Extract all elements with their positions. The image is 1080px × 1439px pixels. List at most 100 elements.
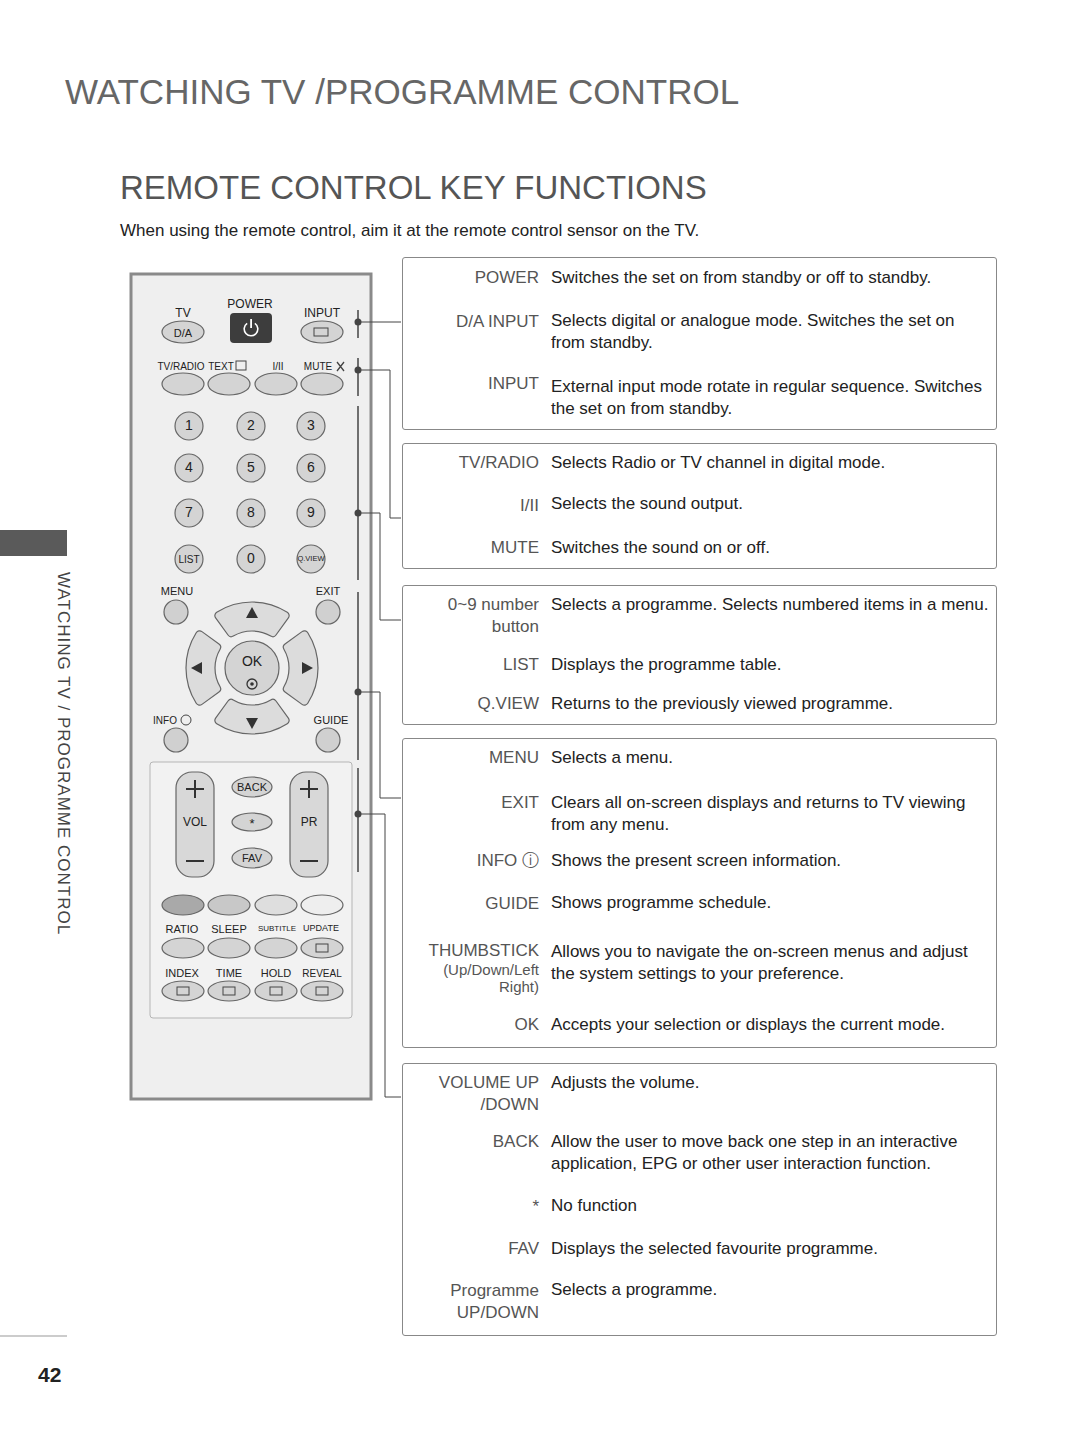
remote-button <box>232 777 272 797</box>
key-description: Selects the sound output. <box>551 493 991 515</box>
thumbstick-segment <box>215 602 289 637</box>
key-description: Shows the present screen information. <box>551 850 991 872</box>
button-label: SUBTITLE <box>258 925 296 934</box>
remote-button <box>164 728 188 752</box>
button-label: 0 <box>247 551 255 566</box>
button-label: 4 <box>185 460 193 475</box>
button-label: TV/RADIO <box>157 361 204 372</box>
key-description: No function <box>551 1195 991 1217</box>
thumbstick-segment <box>215 699 289 734</box>
key-description: Accepts your selection or displays the c… <box>551 1014 991 1036</box>
colour-button <box>301 895 343 915</box>
teletext-icon <box>270 987 282 995</box>
leader-dot <box>355 689 362 696</box>
button-label: SLEEP <box>211 923 246 935</box>
key-name: FAV <box>403 1238 539 1260</box>
button-label: BACK <box>237 781 267 793</box>
button-label: INPUT <box>304 307 340 320</box>
key-description: Selects a programme. Selects numbered it… <box>551 594 991 616</box>
button-label: OK <box>242 654 262 669</box>
key-description: Allow the user to move back one step in … <box>551 1131 991 1175</box>
ok-dot <box>247 679 257 689</box>
remote-button <box>316 728 340 752</box>
thumbstick-segment <box>186 631 221 705</box>
rocker-button <box>176 772 214 877</box>
button-label: 5 <box>247 460 255 475</box>
button-label: INDEX <box>165 967 199 979</box>
arrow-down <box>246 718 258 729</box>
button-label: GUIDE <box>314 714 349 726</box>
remote-button <box>301 321 343 343</box>
key-name: 0~9 number button <box>403 594 539 638</box>
plus-sign <box>186 780 204 798</box>
number-button <box>237 499 265 527</box>
number-button <box>297 454 325 482</box>
remote-body <box>131 274 371 1099</box>
key-name: Q.VIEW <box>403 693 539 715</box>
leader-bracket <box>357 768 359 872</box>
arrow-left <box>191 662 202 674</box>
leader-dot <box>355 510 362 517</box>
function-box: MENUSelects a menu.EXITClears all on-scr… <box>402 738 997 1048</box>
minus-sign <box>186 860 204 862</box>
remote-button <box>301 373 343 395</box>
remote-button <box>164 600 188 624</box>
remote-panel <box>150 762 352 1018</box>
section-title: REMOTE CONTROL KEY FUNCTIONS <box>120 170 707 206</box>
leader-dot <box>355 319 362 326</box>
colour-button <box>208 895 250 915</box>
function-box: 0~9 number button Selects a programme. Se… <box>402 585 997 725</box>
ok-button <box>225 641 279 695</box>
button-label: VOL <box>183 816 207 829</box>
remote-button <box>255 981 297 1001</box>
button-label: 6 <box>307 460 315 475</box>
remote-button <box>162 938 204 958</box>
button-label: 2 <box>247 418 255 433</box>
key-description: Selects a menu. <box>551 747 991 769</box>
remote-button <box>255 938 297 958</box>
input-icon <box>314 328 328 336</box>
remote-button <box>208 981 250 1001</box>
button-label: FAV <box>242 852 262 864</box>
ok-dot <box>250 682 254 686</box>
button-label: EXIT <box>316 585 340 597</box>
button-label: MENU <box>161 585 193 597</box>
number-button <box>237 412 265 440</box>
key-description: External input mode rotate in regular se… <box>551 376 991 420</box>
number-button <box>175 454 203 482</box>
key-description: Selects a programme. <box>551 1279 991 1301</box>
button-label: 9 <box>307 505 315 520</box>
button-label: 3 <box>307 418 315 433</box>
page-header: WATCHING TV /PROGRAMME CONTROL <box>65 73 739 112</box>
key-name: THUMBSTICK <box>403 940 539 962</box>
key-description: Selects digital or analogue mode. Switch… <box>551 310 991 354</box>
number-button <box>237 454 265 482</box>
key-name: * <box>403 1196 539 1218</box>
key-name: TV/RADIO <box>403 452 539 474</box>
key-name: EXIT <box>403 792 539 814</box>
remote-button <box>255 373 297 395</box>
button-label: INFO <box>153 715 177 726</box>
function-box: POWER Switches the set on from standby or… <box>402 257 997 430</box>
key-description: Selects Radio or TV channel in digital m… <box>551 452 991 474</box>
teletext-icon <box>177 987 189 995</box>
button-label: LIST <box>178 554 199 565</box>
teletext-icon <box>316 944 328 952</box>
colour-button <box>255 895 297 915</box>
key-description: Clears all on-screen displays and return… <box>551 792 991 836</box>
key-name: POWER <box>403 267 539 289</box>
leader-line <box>358 814 401 1097</box>
button-label: TEXT <box>208 361 234 372</box>
key-description: Switches the set on from standby or off … <box>551 267 991 289</box>
key-description: Displays the programme table. <box>551 654 991 676</box>
mute-icon <box>337 362 344 371</box>
button-label: RATIO <box>166 923 199 935</box>
remote-button <box>316 600 340 624</box>
button-label: REVEAL <box>302 968 341 979</box>
leader-bracket <box>357 358 359 396</box>
remote-button <box>208 938 250 958</box>
remote-button <box>301 981 343 1001</box>
number-button <box>297 545 325 573</box>
key-name: Programme UP/DOWN <box>403 1280 539 1324</box>
key-name: INPUT <box>403 373 539 395</box>
